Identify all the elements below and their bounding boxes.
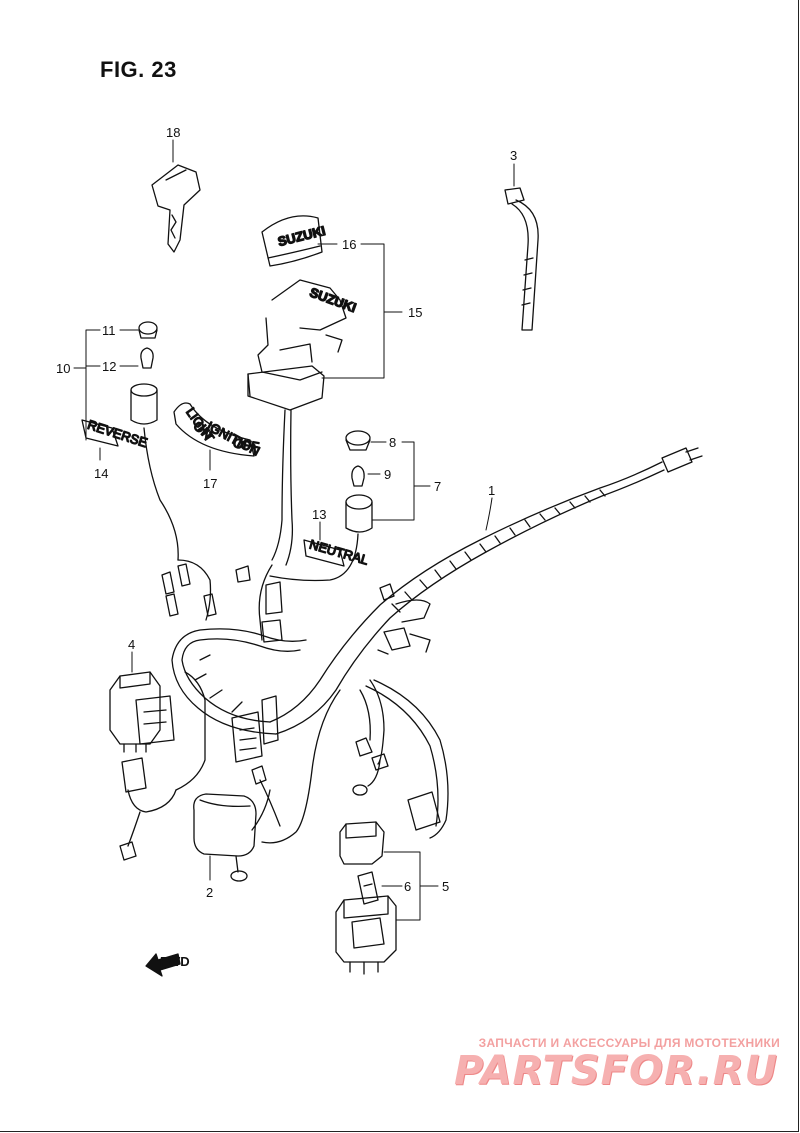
cable-tie — [504, 187, 539, 331]
callout-13: 13 — [312, 507, 326, 522]
neutral-plate: NEUTRAL — [303, 536, 371, 568]
callout-16: 16 — [342, 237, 356, 252]
callout-17: 17 — [203, 476, 217, 491]
leader-lines — [73, 139, 515, 921]
callout-18: 18 — [166, 125, 180, 140]
main-wiring-harness — [161, 447, 703, 844]
watermark-caption: ЗАПЧАСТИ И АКСЕССУАРЫ ДЛЯ МОТОТЕХНИКИ — [478, 1036, 780, 1050]
callout-14: 14 — [94, 466, 108, 481]
callout-15: 15 — [408, 305, 422, 320]
key-cover-label: SUZUKI — [276, 223, 327, 249]
figure-title: FIG. 23 — [100, 57, 177, 82]
fwd-arrow: FWD — [145, 953, 190, 977]
callout-3: 3 — [510, 148, 517, 163]
reverse-indicator-lamp — [130, 321, 179, 561]
fwd-arrow-label: FWD — [160, 954, 190, 969]
plate-line-4: OFF — [232, 435, 260, 454]
key-cover: SUZUKI — [261, 215, 327, 267]
ignition-position-plate: LIGHT ON IGNITION OFF — [173, 402, 263, 459]
callout-9: 9 — [384, 467, 391, 482]
ignition-switch: SUZUKI — [247, 279, 359, 566]
callout-11: 11 — [102, 323, 116, 338]
callout-8: 8 — [389, 435, 396, 450]
neutral-plate-label: NEUTRAL — [308, 537, 370, 568]
callout-7: 7 — [434, 479, 441, 494]
callout-6: 6 — [404, 879, 411, 894]
neutral-indicator-lamp — [269, 430, 373, 582]
callout-numbers: 18 3 16 15 11 12 10 14 17 8 9 7 1 13 4 2… — [56, 125, 517, 900]
ignition-switch-label: SUZUKI — [308, 285, 359, 316]
callout-10: 10 — [56, 361, 70, 376]
relay — [109, 671, 206, 861]
reverse-plate: REVERSE — [81, 416, 150, 451]
callout-12: 12 — [102, 359, 116, 374]
ignition-key — [151, 164, 201, 253]
callout-1: 1 — [488, 483, 495, 498]
callout-4: 4 — [128, 637, 135, 652]
callout-5: 5 — [442, 879, 449, 894]
voltage-regulator — [193, 789, 271, 882]
callout-2: 2 — [206, 885, 213, 900]
watermark-logo: PARTSFOR.RU — [453, 1048, 778, 1094]
fuse-box — [335, 821, 397, 975]
